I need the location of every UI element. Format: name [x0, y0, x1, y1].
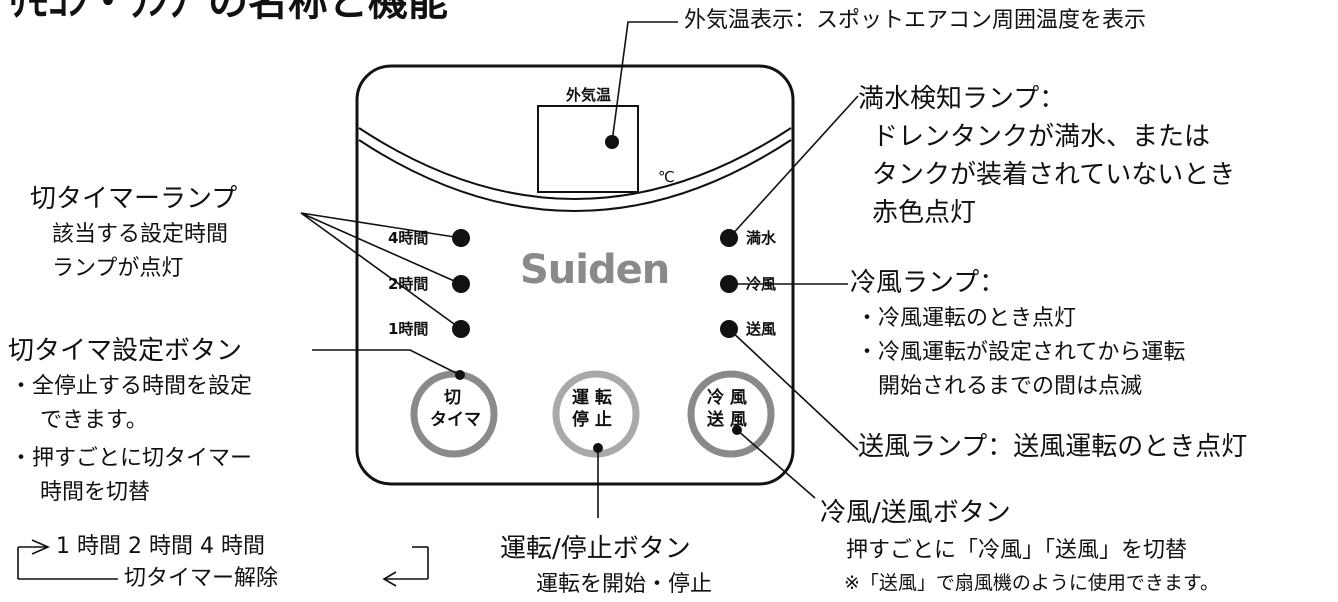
timer-lamp-line-2: ランプが点灯 — [52, 256, 184, 281]
brand-logo: Suiden — [520, 247, 670, 293]
timer-button-line-1: ・全停止する時間を設定 — [10, 374, 253, 399]
timer-button[interactable] — [410, 370, 498, 458]
mode-button-line-1: 押すごとに「冷風」「送風」を切替 — [846, 538, 1188, 563]
cool-lamp-title: 冷風ランプ： — [850, 268, 1006, 298]
timer-cycle-bottom: 切タイマー解除 — [124, 566, 279, 591]
lamp-label-cool: 冷風 — [746, 275, 777, 293]
lamp-label-full-water: 満水 — [746, 229, 777, 247]
panel-arc-inner — [358, 139, 792, 212]
display-label: 外気温 — [566, 86, 612, 104]
timer-button-label-1: 切 — [444, 388, 461, 408]
timer-button-line-4: 時間を切替 — [40, 480, 151, 505]
temp-display — [537, 105, 639, 193]
cool-lamp-line-1: ・冷風運転のとき点灯 — [856, 306, 1077, 331]
lamp-label-2h: 2時間 — [388, 275, 429, 293]
run-stop-button[interactable] — [552, 370, 640, 458]
run-button-label-2: 停 止 — [572, 410, 612, 430]
lamp-label-4h: 4時間 — [388, 229, 429, 247]
cool-lamp-line-2: ・冷風運転が設定されてから運転 — [856, 340, 1186, 365]
mode-button-label-1: 冷 風 — [707, 388, 747, 408]
run-button-title: 運転/停止ボタン — [500, 534, 691, 564]
timer-button-label-2: タイマ — [430, 410, 481, 430]
mode-button-title: 冷風/送風ボタン — [820, 498, 1011, 528]
page-title: ﾘﾓｺﾝ・ﾗﾝﾌﾟの名称と機能 — [8, 0, 448, 25]
full-water-line-3: 赤色点灯 — [872, 198, 977, 228]
outside-temp-annotation: 外気温表示：スポットエアコン周囲温度を表示 — [684, 8, 1147, 33]
mode-button-label-2: 送 風 — [707, 410, 747, 430]
fan-lamp-annotation: 送風ランプ：送風運転のとき点灯 — [858, 432, 1248, 462]
panel-arc-outer — [358, 127, 792, 200]
timer-button-title: 切タイマ設定ボタン — [8, 336, 243, 366]
run-button-line: 運転を開始・停止 — [536, 572, 713, 597]
full-water-line-1: ドレンタンクが満水、または — [872, 122, 1211, 152]
cool-fan-button[interactable] — [687, 370, 775, 458]
timer-button-line-2: できます。 — [40, 408, 148, 433]
run-button-label-1: 運 転 — [572, 388, 612, 408]
lamp-label-fan: 送風 — [746, 320, 777, 338]
full-water-line-2: タンクが装着されていないとき — [872, 160, 1236, 190]
lamp-label-1h: 1時間 — [388, 320, 429, 338]
timer-lamp-line-1: 該当する設定時間 — [52, 222, 229, 247]
timer-lamp-title: 切タイマーランプ — [30, 184, 238, 214]
timer-button-line-3: ・押すごとに切タイマー — [10, 446, 253, 471]
cool-lamp-line-3: 開始されるまでの間は点滅 — [878, 374, 1143, 399]
mode-button-line-2: ※「送風」で扇風機のように使用できます。 — [844, 572, 1220, 594]
temp-unit: ℃ — [658, 168, 675, 186]
timer-cycle-top: 1 時間 2 時間 4 時間 — [56, 534, 265, 559]
full-water-title: 満水検知ランプ： — [858, 84, 1066, 114]
timer-cycle-bracket — [17, 539, 429, 587]
leader-lines — [300, 21, 859, 518]
